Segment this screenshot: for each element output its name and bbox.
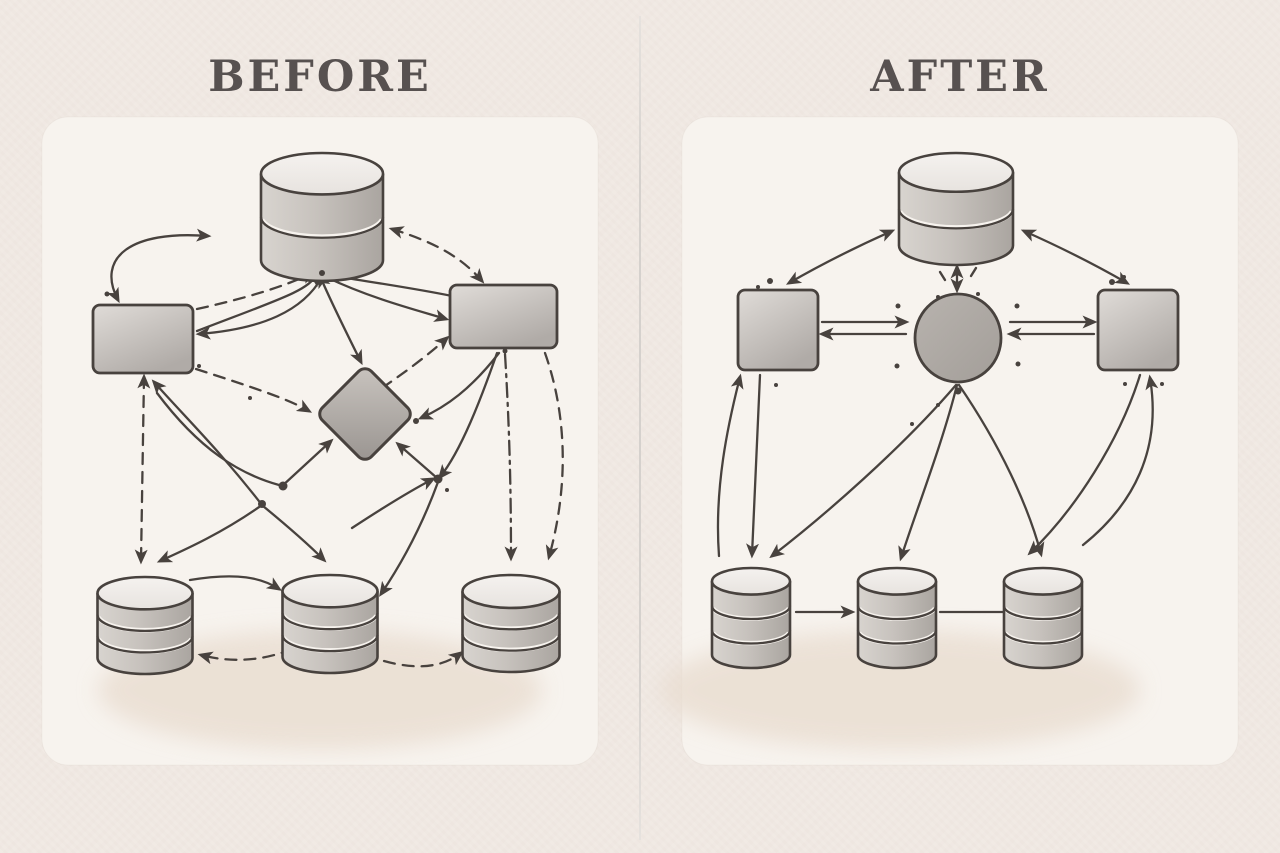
connector-arrow [106,228,212,304]
connector-arrow [195,275,324,340]
connector-arrow [716,373,744,558]
ink-speck [1123,382,1127,386]
central-database-cylinder [897,151,1015,267]
ink-speck [1160,382,1164,386]
ink-speck [258,500,266,508]
connector-arrow [382,650,464,668]
specks-layer [756,266,1164,426]
ink-speck [1014,303,1020,309]
datastore-left [710,566,792,670]
after-title: AFTER [870,52,1050,102]
connector-arrow [350,477,437,530]
connector-arrow [503,352,518,562]
connector-arrow [155,391,281,487]
ink-speck [1122,275,1126,279]
connector-arrow [746,373,762,559]
connector-arrow [1081,374,1159,547]
connector-arrow [769,383,958,559]
ink-speck [197,364,201,368]
panel-before [41,116,599,766]
datastore-middle [856,566,938,670]
datastore-left [96,575,194,676]
ink-speck [894,363,900,369]
ink-speck [248,396,252,400]
datastore-right [1002,566,1084,670]
ink-speck [936,295,940,299]
connector-arrow [437,351,499,480]
ink-speck [445,488,449,492]
connector-arrow [156,503,264,563]
ink-speck [954,387,962,395]
connector-arrow [395,441,439,480]
central-database-cylinder [259,151,385,283]
before-title: BEFORE [208,52,432,102]
connector-arrow [957,383,1045,558]
hub-circle [913,292,1003,384]
ink-speck [938,270,947,282]
connector-arrow [388,226,485,284]
decision-diamond [318,367,412,461]
datastore-middle [281,573,379,675]
datastore-right [461,573,561,674]
ink-speck [502,348,508,354]
ink-speck [895,303,901,309]
ink-speck [756,285,760,289]
connector-arrow [785,229,896,285]
edges-layer [716,229,1159,619]
connector-arrow [380,335,450,390]
connector-arrow [417,351,501,420]
connector-arrow [1027,373,1142,556]
service-box-left [91,303,195,375]
connector-arrow [188,575,282,591]
ink-speck [976,292,980,296]
ink-speck [969,266,978,278]
connector-arrow [318,272,363,366]
ink-speck [767,278,773,284]
connector-arrow [134,373,151,565]
service-box-left [736,288,820,372]
connector-arrow [194,367,313,413]
ink-speck [910,422,914,426]
panel-after [660,116,1239,766]
connector-arrow [379,480,440,597]
ink-speck [936,403,940,407]
connector-arrow [261,504,327,563]
ink-speck [1109,279,1115,285]
ink-speck [278,481,288,491]
connector-arrow [195,271,317,311]
ink-speck [104,291,110,297]
ink-speck [433,474,443,484]
nodes-layer [91,151,561,676]
connector-arrow [279,438,334,489]
panel-divider-line [639,16,641,840]
specks-layer [104,270,508,508]
connector-arrow [151,379,264,507]
connector-arrow [1020,229,1131,285]
ink-speck [319,270,325,276]
ink-speck [1015,361,1021,367]
service-box-right [1096,288,1180,372]
connector-arrow [898,383,959,562]
service-box-right [448,283,559,350]
ink-speck [774,383,778,387]
ink-speck [413,418,419,424]
nodes-layer [710,151,1180,670]
connector-arrow [543,351,564,561]
